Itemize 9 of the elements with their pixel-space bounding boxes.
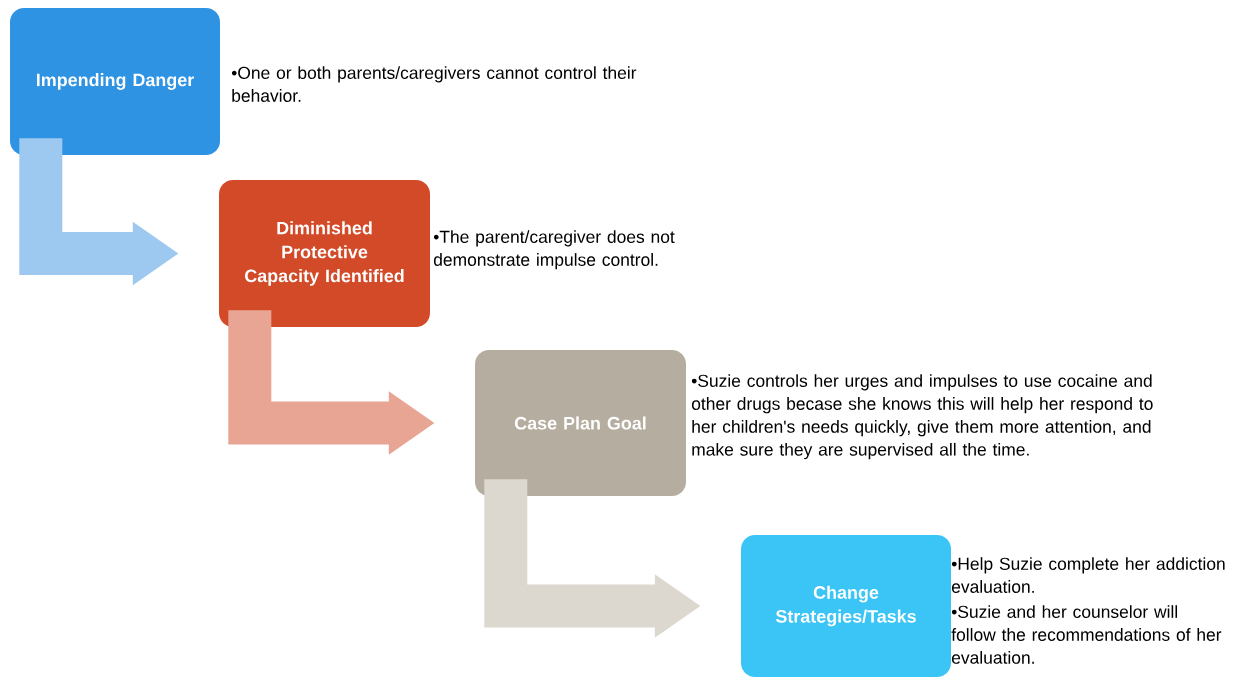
note-text: •One or both parents/caregivers cannot control their behavior.	[231, 66, 637, 102]
process-box: Case Plan Goal	[475, 350, 686, 496]
note-text: •Help Suzie complete her addiction evaluation.	[951, 557, 1225, 593]
note-text: •The parent/caregiver does not demonstrate impulse control.	[433, 230, 675, 270]
process-box: Change Strategies/Tasks	[741, 535, 951, 677]
note-text: •Suzie controls her urges and impulses to use cocaine and other drugs becase she knows this will help her respond to her children's needs quickly, give them more attention, and make sure they are supervised all the time.	[691, 374, 1153, 460]
process-box: Diminished Protective Capacity Identified	[219, 180, 430, 327]
note-text: •Suzie and her counselor will follow the recommendations of her evaluation.	[951, 605, 1222, 664]
process-box: Impending Danger	[10, 8, 220, 155]
